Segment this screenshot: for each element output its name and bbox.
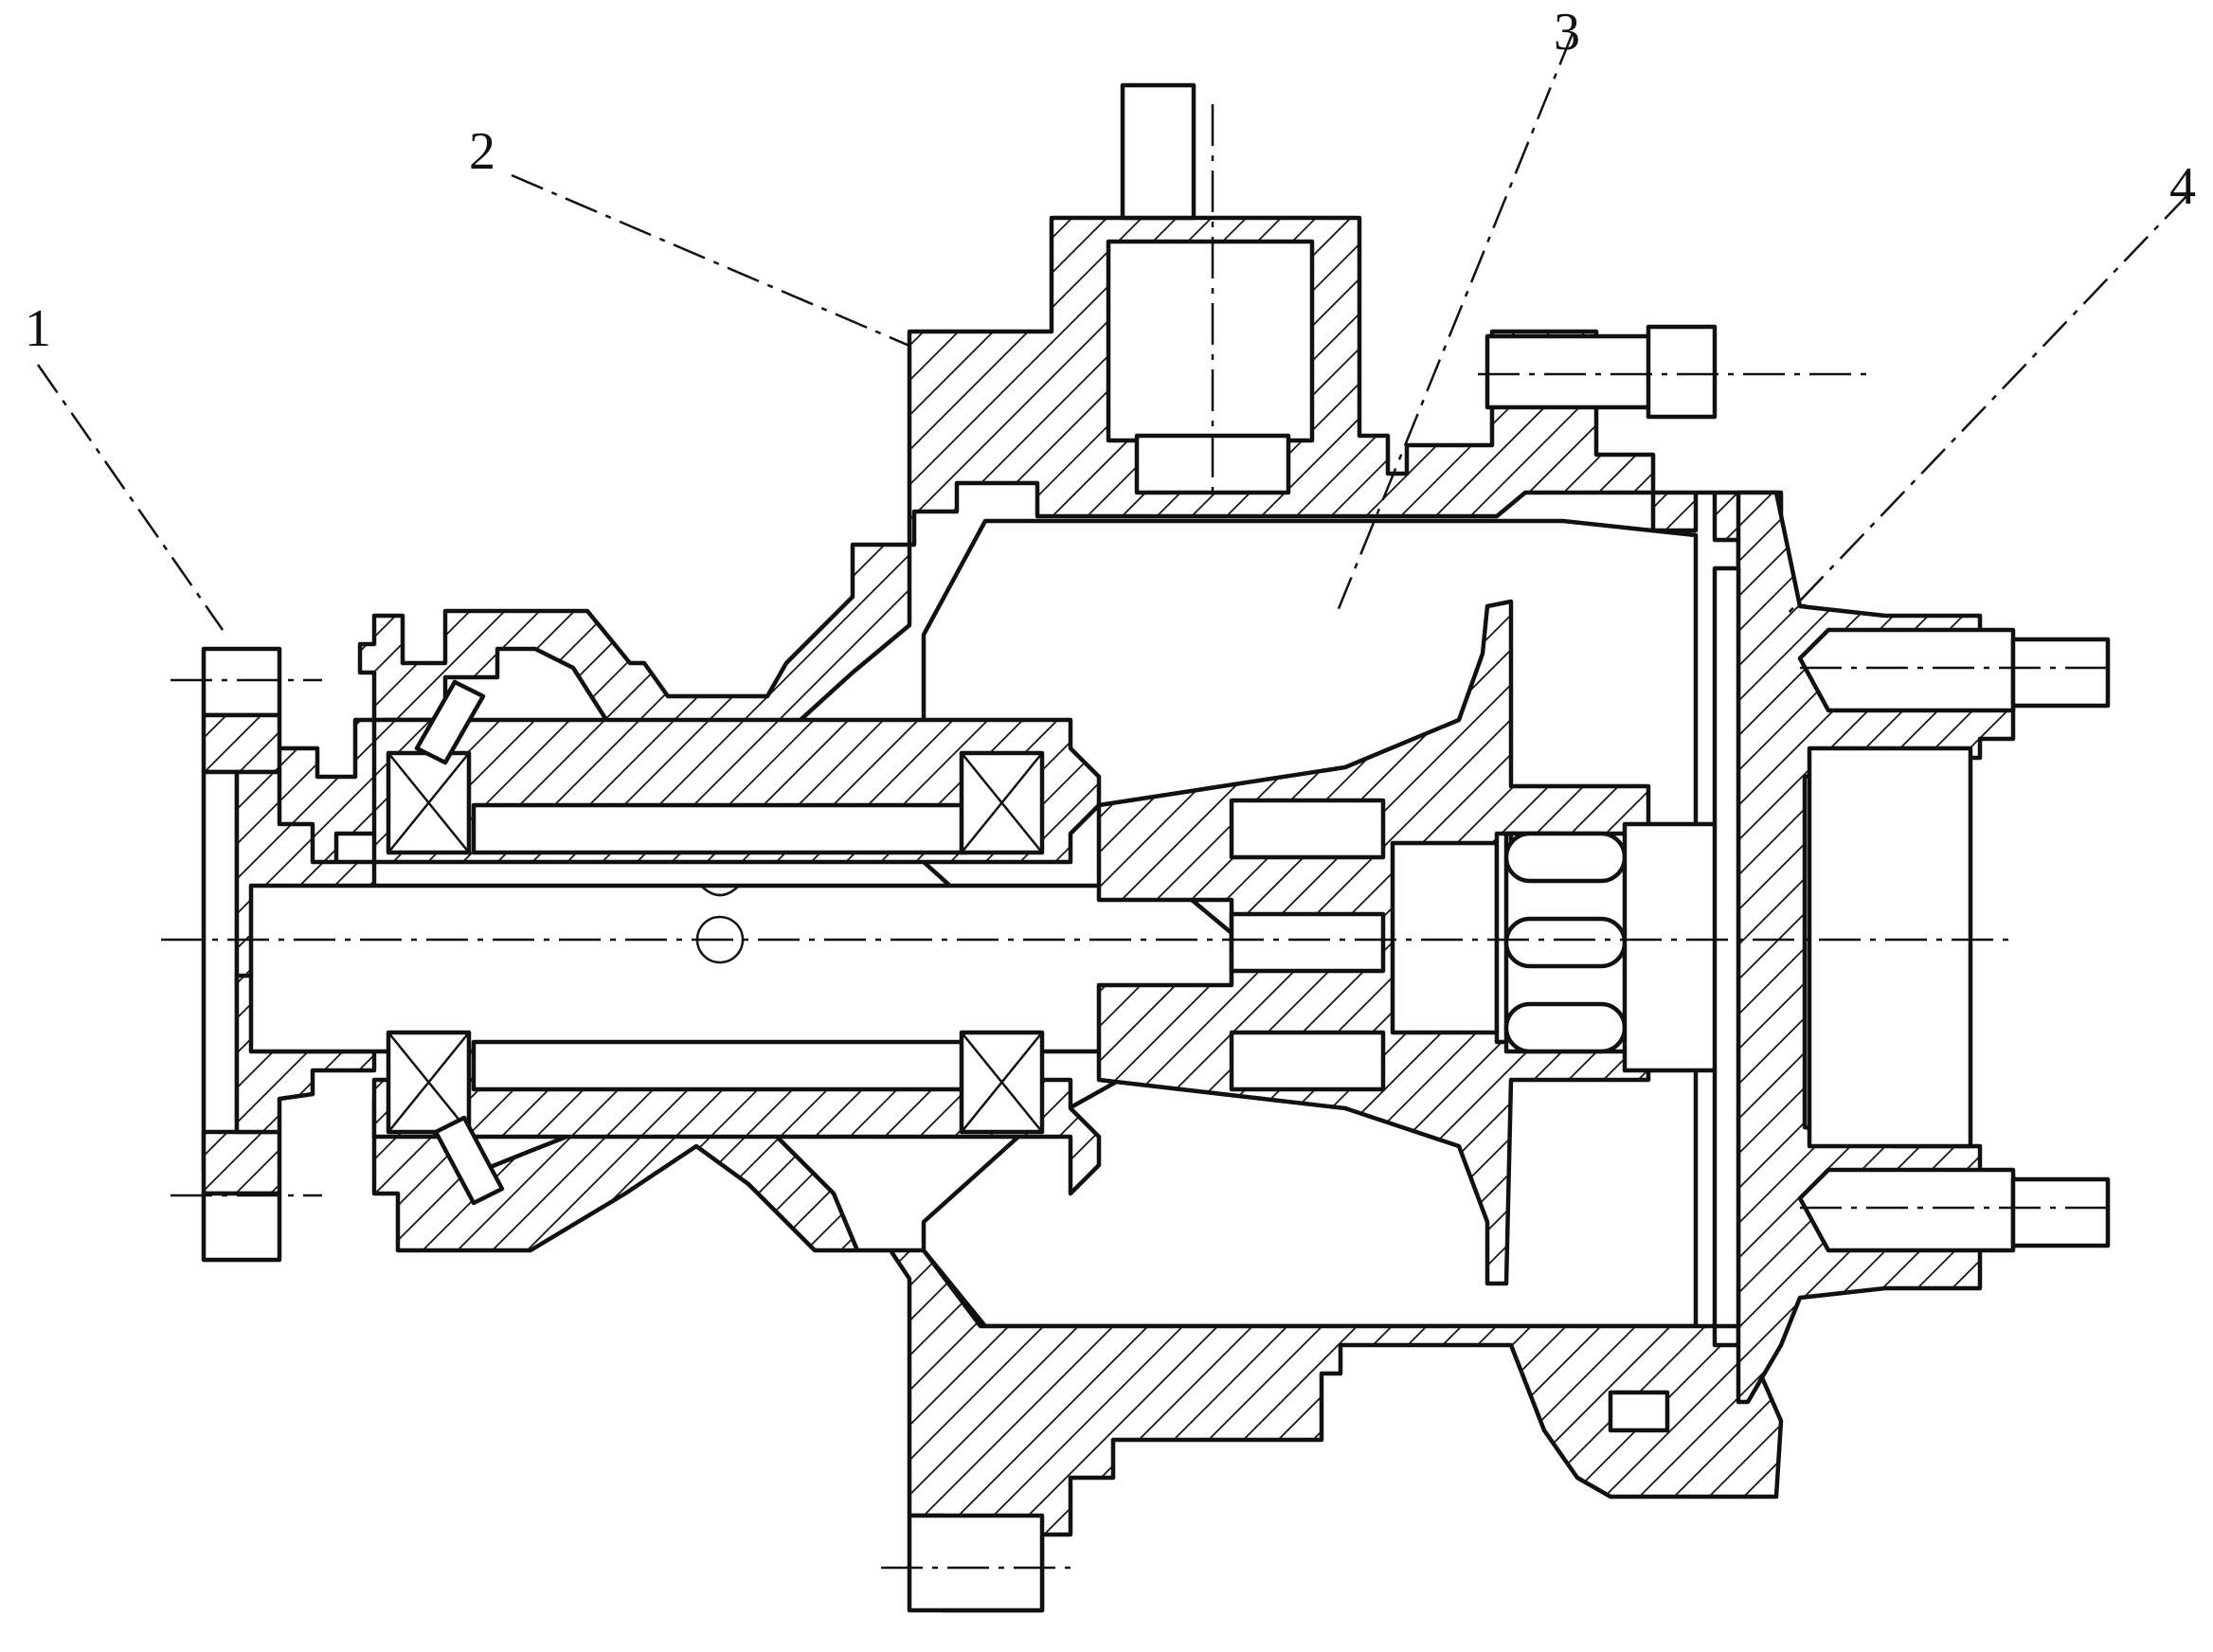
end-cover xyxy=(1484,324,2111,1405)
housing-lower xyxy=(371,1096,1784,1613)
callouts: 1 2 3 4 xyxy=(25,3,2196,358)
callout-1: 1 xyxy=(25,299,51,358)
bearing-sleeve xyxy=(371,679,1102,1206)
bearing-right-upper xyxy=(959,750,1045,855)
center-lines xyxy=(161,104,2108,1570)
callout-2: 2 xyxy=(469,122,495,181)
bearing-left-upper xyxy=(386,750,472,855)
impeller xyxy=(1096,599,1732,1286)
callout-4: 4 xyxy=(2169,157,2196,216)
drive-shaft xyxy=(248,883,1234,1054)
leader-lines xyxy=(36,32,2189,631)
bearing-left-lower xyxy=(386,1030,472,1135)
callout-3: 3 xyxy=(1554,3,1580,62)
bearing-right-lower xyxy=(959,1030,1045,1135)
drive-flange xyxy=(201,646,377,1263)
